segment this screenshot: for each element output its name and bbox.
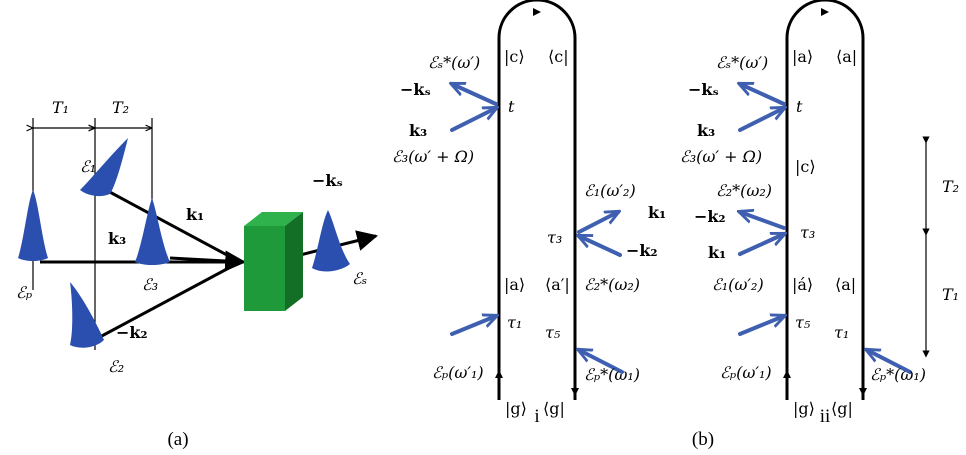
k1-label: k₁ (186, 205, 204, 224)
ii-bra-a: ⟨a| (835, 275, 856, 294)
panel-a: T₁ T₂ ℰ₁ k₁ k₃ ℰ₃ ℰₚ −k₂ ℰ₂ −kₛ ℰₛ (a) (16, 98, 379, 450)
sample-front (244, 226, 285, 311)
pulse-s-icon (312, 210, 350, 272)
ep-label: ℰₚ (16, 283, 33, 302)
i-mk2: −k₂ (626, 241, 658, 260)
ii-ket-a2: |á⟩ (792, 275, 813, 294)
ii-es-star: ℰₛ*(ω′) (716, 53, 768, 72)
arrow-i-pstar (579, 350, 624, 374)
ii-tau5: τ₅ (795, 313, 811, 332)
ii-mks: −kₛ (688, 80, 719, 99)
ii-ket-c: |c⟩ (795, 157, 816, 176)
diagram-ii-right-arrow (859, 388, 867, 396)
ii-ket-top: |a⟩ (792, 47, 813, 66)
i-tau5: τ₅ (545, 323, 561, 342)
diagram-ii-contour (785, 0, 865, 400)
k3-label: k₃ (108, 229, 126, 248)
t2-label: T₂ (112, 98, 129, 117)
arrow-i-p (450, 316, 496, 336)
caption-b: (b) (692, 429, 714, 450)
diagram-i-top-arrow (533, 8, 541, 16)
diagram-i-left-arrow (495, 370, 503, 378)
arrow-i-k1 (577, 212, 618, 234)
ii-ep-star: ℰₚ*(ω₁) (870, 365, 926, 384)
caption-a: (a) (167, 429, 188, 450)
i-ket-top: |c⟩ (504, 47, 525, 66)
i-es-star: ℰₛ*(ω′) (428, 53, 480, 72)
arrow-i-ks (452, 84, 498, 106)
es-label: ℰₛ (352, 269, 367, 288)
ii-e1: ℰ₁(ω′₂) (712, 275, 764, 294)
ii-tau3: τ₃ (800, 223, 815, 242)
ii-mk2: −k₂ (694, 207, 726, 226)
beam-1 (105, 188, 241, 264)
i-ket-a: |a⟩ (504, 275, 525, 294)
arrow-i-k2 (579, 236, 622, 257)
diagram-ii-top-arrow (821, 8, 829, 16)
ii-t: t (796, 97, 803, 116)
i-tau3: τ₃ (547, 228, 562, 247)
ii-bra-top: ⟨a| (836, 47, 857, 66)
i-bra-a: ⟨a′| (545, 275, 570, 294)
beam-focus-arrow (169, 250, 247, 272)
i-e1: ℰ₁(ω′₂) (584, 181, 636, 200)
ii-k1: k₁ (708, 243, 726, 262)
diagram-ii-left-arrow (783, 370, 791, 378)
arrow-ii-pstar (867, 350, 912, 374)
ii-ket-g: |g⟩ (793, 399, 815, 418)
ii-e2-star: ℰ₂*(ω₂) (716, 181, 772, 200)
arrow-ii-ks (740, 84, 786, 106)
ii-bra-g: ⟨g| (831, 399, 853, 418)
i-k1: k₁ (648, 203, 666, 222)
ii-e3: ℰ₃(ω′ + Ω) (680, 147, 762, 166)
ii-tau1: τ₁ (834, 323, 849, 342)
e3-label: ℰ₃ (142, 275, 158, 294)
diagram-i-right-arrow (571, 388, 579, 396)
pulse-p-icon (18, 190, 48, 261)
e1-label: ℰ₁ (80, 157, 96, 176)
ii-T1: T₁ (942, 285, 959, 304)
t1-label: T₁ (52, 98, 69, 117)
i-tau1: τ₁ (507, 313, 522, 332)
ii-label: ii (820, 406, 831, 427)
i-ep: ℰₚ(ω′₁) (432, 363, 484, 382)
i-bra-top: ⟨c| (548, 47, 569, 66)
arrow-ii-k2 (740, 212, 786, 230)
pulse-3-icon (135, 198, 170, 265)
sample-top (244, 212, 303, 226)
i-e3: ℰ₃(ω′ + Ω) (392, 147, 474, 166)
mk2-label: −k₂ (116, 323, 148, 342)
ii-T2: T₂ (942, 177, 959, 196)
i-label: i (534, 406, 539, 427)
i-e2-star: ℰ₂*(ω₂) (584, 275, 640, 294)
diagram-i: ℰₛ*(ω′) |c⟩ ⟨c| −kₛ t k₃ ℰ₃(ω′ + Ω) ℰ₁(ω… (392, 0, 666, 427)
ii-ep: ℰₚ(ω′₁) (720, 363, 772, 382)
pulse-2-icon (70, 282, 104, 348)
pulse-1-icon (80, 138, 128, 197)
i-k3: k₃ (409, 121, 427, 140)
arrow-i-k3 (450, 108, 496, 132)
ii-k3: k₃ (697, 121, 715, 140)
e2-label: ℰ₂ (108, 357, 124, 376)
i-ket-g: |g⟩ (505, 399, 527, 418)
i-bra-g: ⟨g| (543, 399, 565, 418)
arrow-ii-k3 (738, 108, 784, 132)
i-t: t (508, 97, 515, 116)
i-mks: −kₛ (400, 80, 431, 99)
diagram-i-contour (497, 0, 577, 400)
beam-2 (97, 260, 241, 340)
arrow-ii-k1 (738, 234, 784, 256)
mks-label: −kₛ (312, 171, 343, 190)
i-ep-star: ℰₚ*(ω₁) (584, 365, 640, 384)
sample-side (285, 212, 303, 311)
arrow-ii-p (738, 316, 784, 336)
diagram-ii: T₂ T₁ ℰₛ*(ω′) |a⟩ ⟨a| −kₛ t k₃ ℰ₃(ω′ + Ω… (680, 0, 959, 427)
